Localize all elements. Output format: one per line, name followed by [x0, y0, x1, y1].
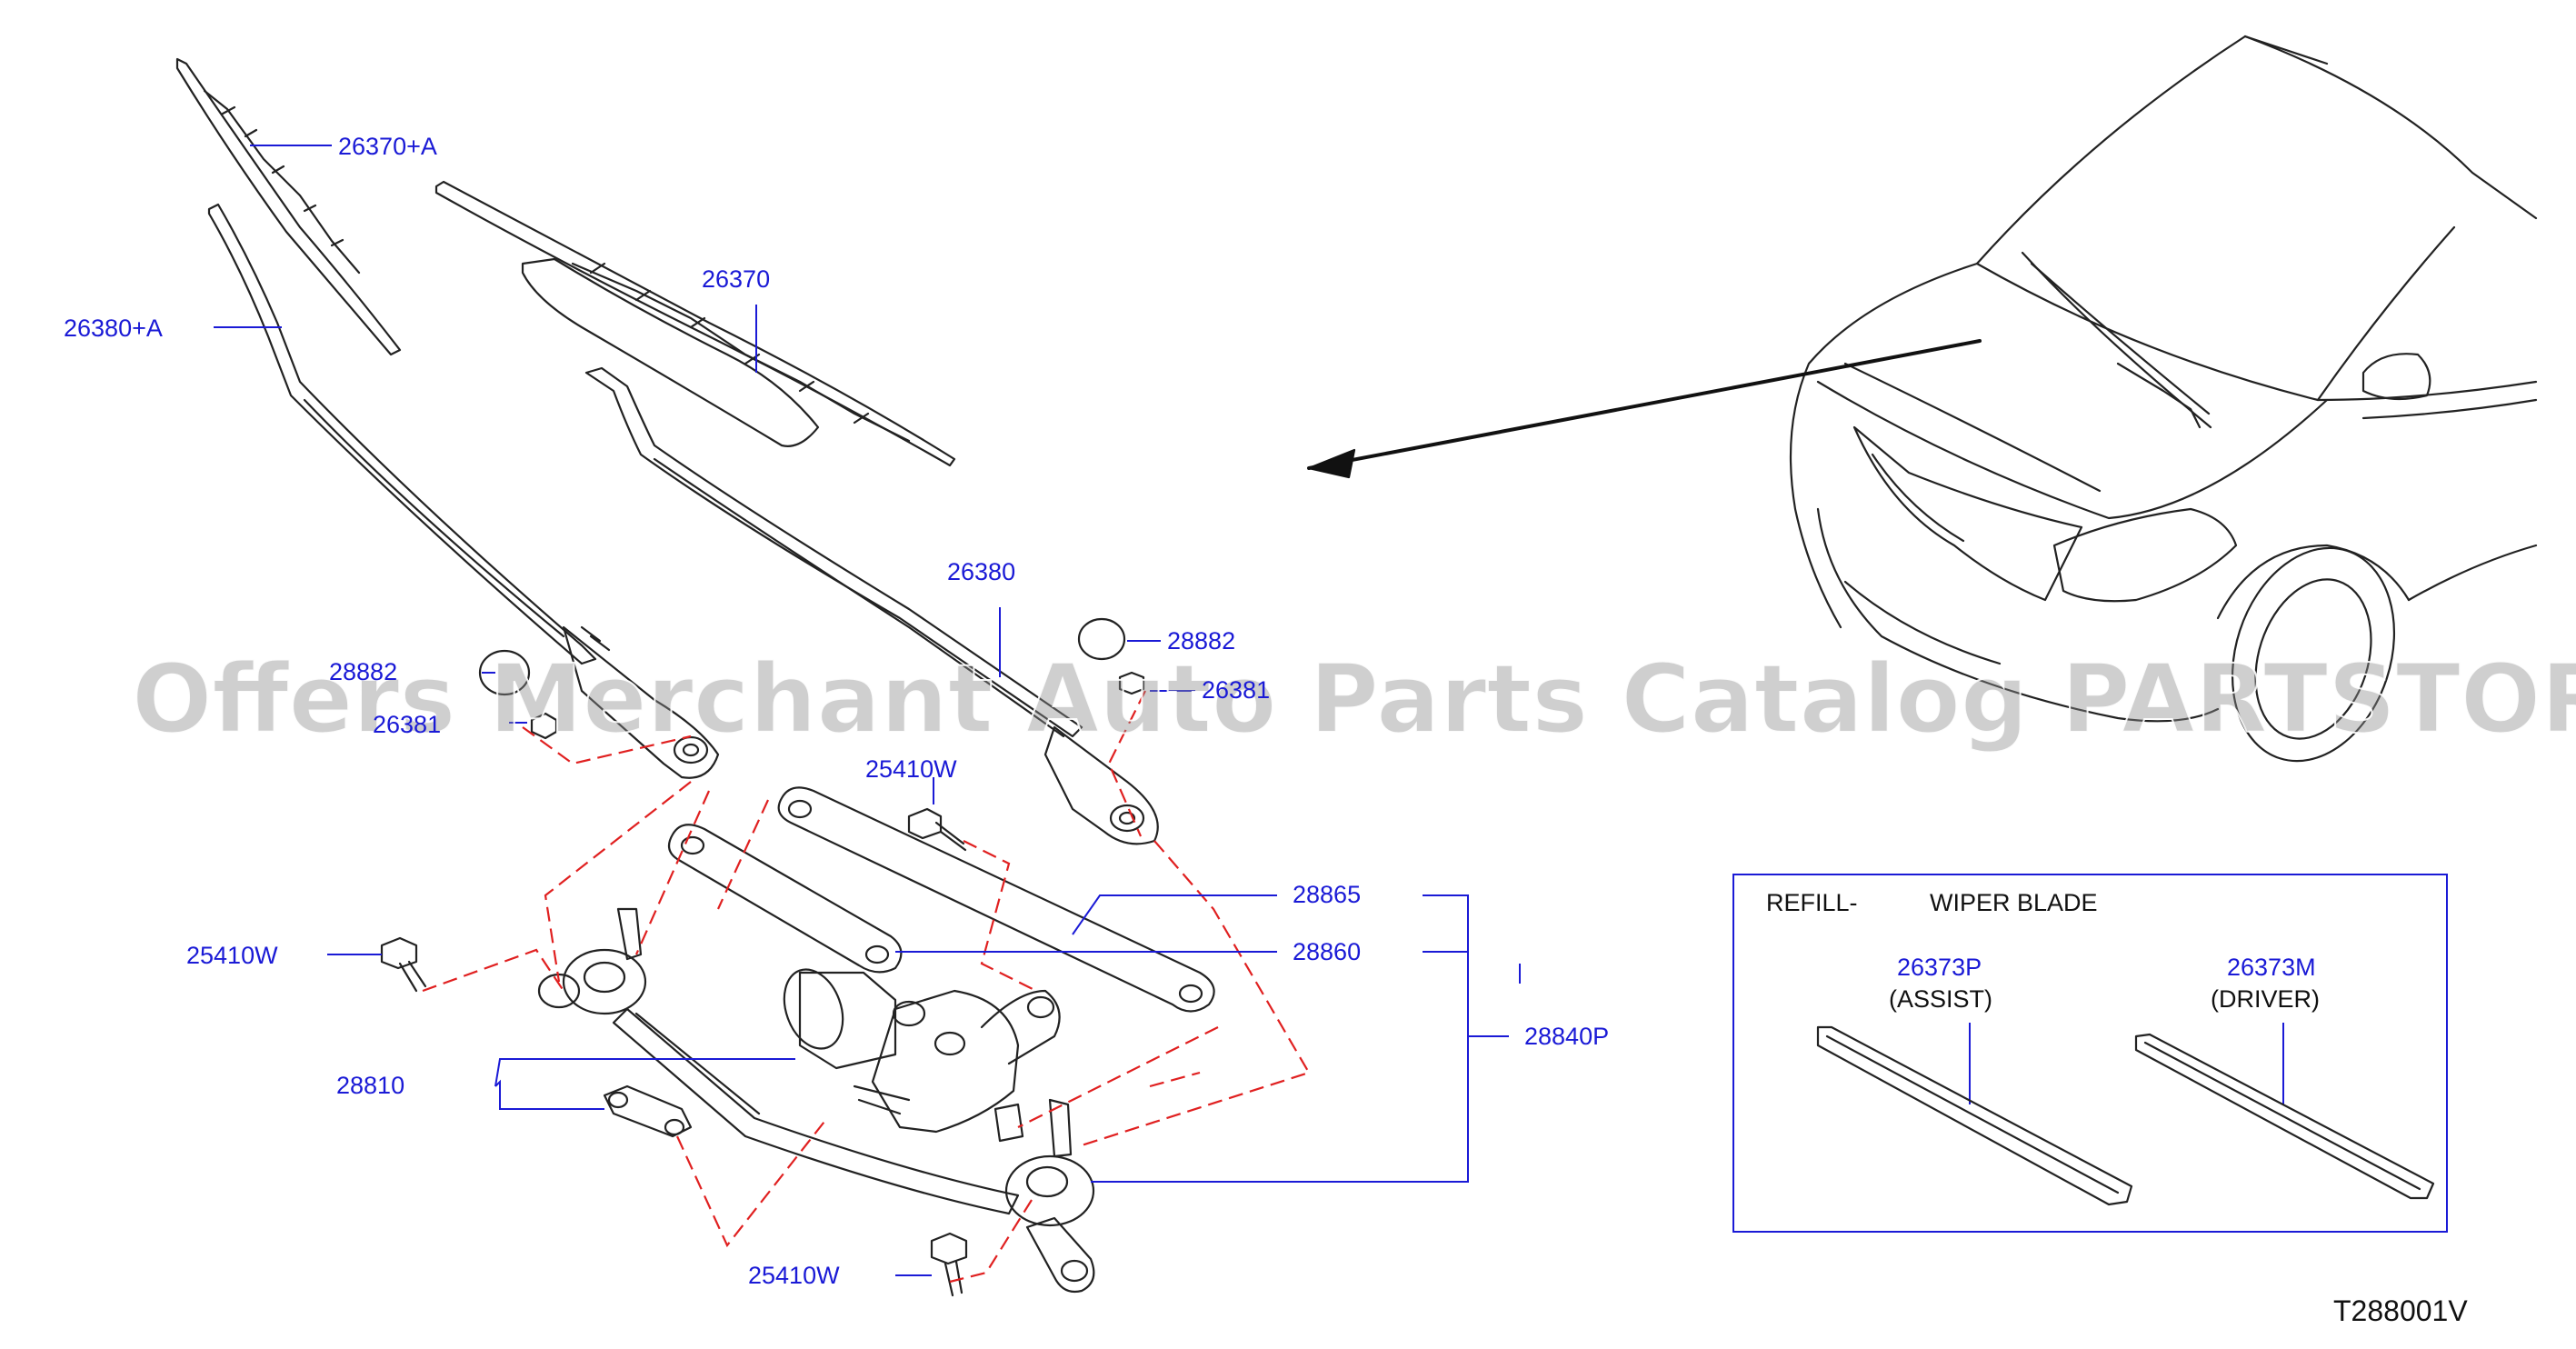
- wiper-blade-driver: [434, 180, 956, 467]
- refill-assist-note: (ASSIST): [1889, 985, 1992, 1013]
- wiper-motor: [783, 968, 1061, 1143]
- pivot-cap-left: [478, 649, 531, 696]
- wiper-frame: [537, 907, 1095, 1294]
- callout-leaders: [214, 145, 1521, 1276]
- pivot-cap-right: [1077, 617, 1126, 661]
- pivot-nut-right: [1118, 671, 1145, 695]
- refill-driver-code: 26373M: [2227, 954, 2316, 981]
- callout-28865: 28865: [1293, 881, 1361, 908]
- refill-assist-code: 26373P: [1897, 954, 1982, 981]
- callout-26370-a: 26370+A: [338, 133, 437, 160]
- callout-26370: 26370: [702, 265, 770, 293]
- callout-26380: 26380: [947, 558, 1015, 585]
- bolt-left: [380, 936, 427, 993]
- assembly-guide-lines: [422, 690, 1311, 1284]
- callout-26381-left: 26381: [373, 711, 441, 738]
- car-illustration: [1307, 35, 2538, 763]
- callout-28882-right: 28882: [1167, 627, 1235, 655]
- refill-wiper-blade-box: REFILL- WIPER BLADE 26373P (ASSIST) 2637…: [1732, 874, 2448, 1233]
- link-rod-upper: [777, 786, 1215, 1013]
- bolt-top: [907, 807, 967, 852]
- callout-25410w-top: 25410W: [865, 755, 957, 783]
- callout-25410w-bottom: 25410W: [748, 1262, 840, 1289]
- callout-26381-right: 26381: [1202, 676, 1270, 704]
- refill-strip-driver: [2134, 1033, 2435, 1200]
- pivot-nut-left: [530, 712, 558, 740]
- diagram-code: T288001V: [2333, 1294, 2468, 1327]
- bolt-bottom: [930, 1232, 968, 1297]
- wiper-blade-assist: [175, 57, 402, 356]
- callout-25410w-left: 25410W: [186, 942, 278, 969]
- callout-28882-left: 28882: [329, 658, 397, 685]
- refill-title-right: WIPER BLADE: [1930, 889, 2098, 916]
- callout-28810: 28810: [336, 1072, 404, 1099]
- link-rod-lower: [667, 824, 903, 974]
- wiper-arm-driver: [584, 366, 1159, 845]
- refill-title-left: REFILL-: [1766, 889, 1858, 916]
- refill-driver-note: (DRIVER): [2211, 985, 2320, 1013]
- callout-28840p: 28840P: [1524, 1023, 1609, 1050]
- callout-labels: 26370+A 26380+A 26370 26380 28882 28882 …: [64, 133, 1609, 1289]
- refill-strip-assist: [1816, 1025, 2133, 1206]
- watermark-text: Offers Merchant Auto Parts Catalog PARTS…: [132, 644, 2576, 754]
- callout-28860: 28860: [1293, 938, 1361, 965]
- callout-26380-a: 26380+A: [64, 315, 163, 342]
